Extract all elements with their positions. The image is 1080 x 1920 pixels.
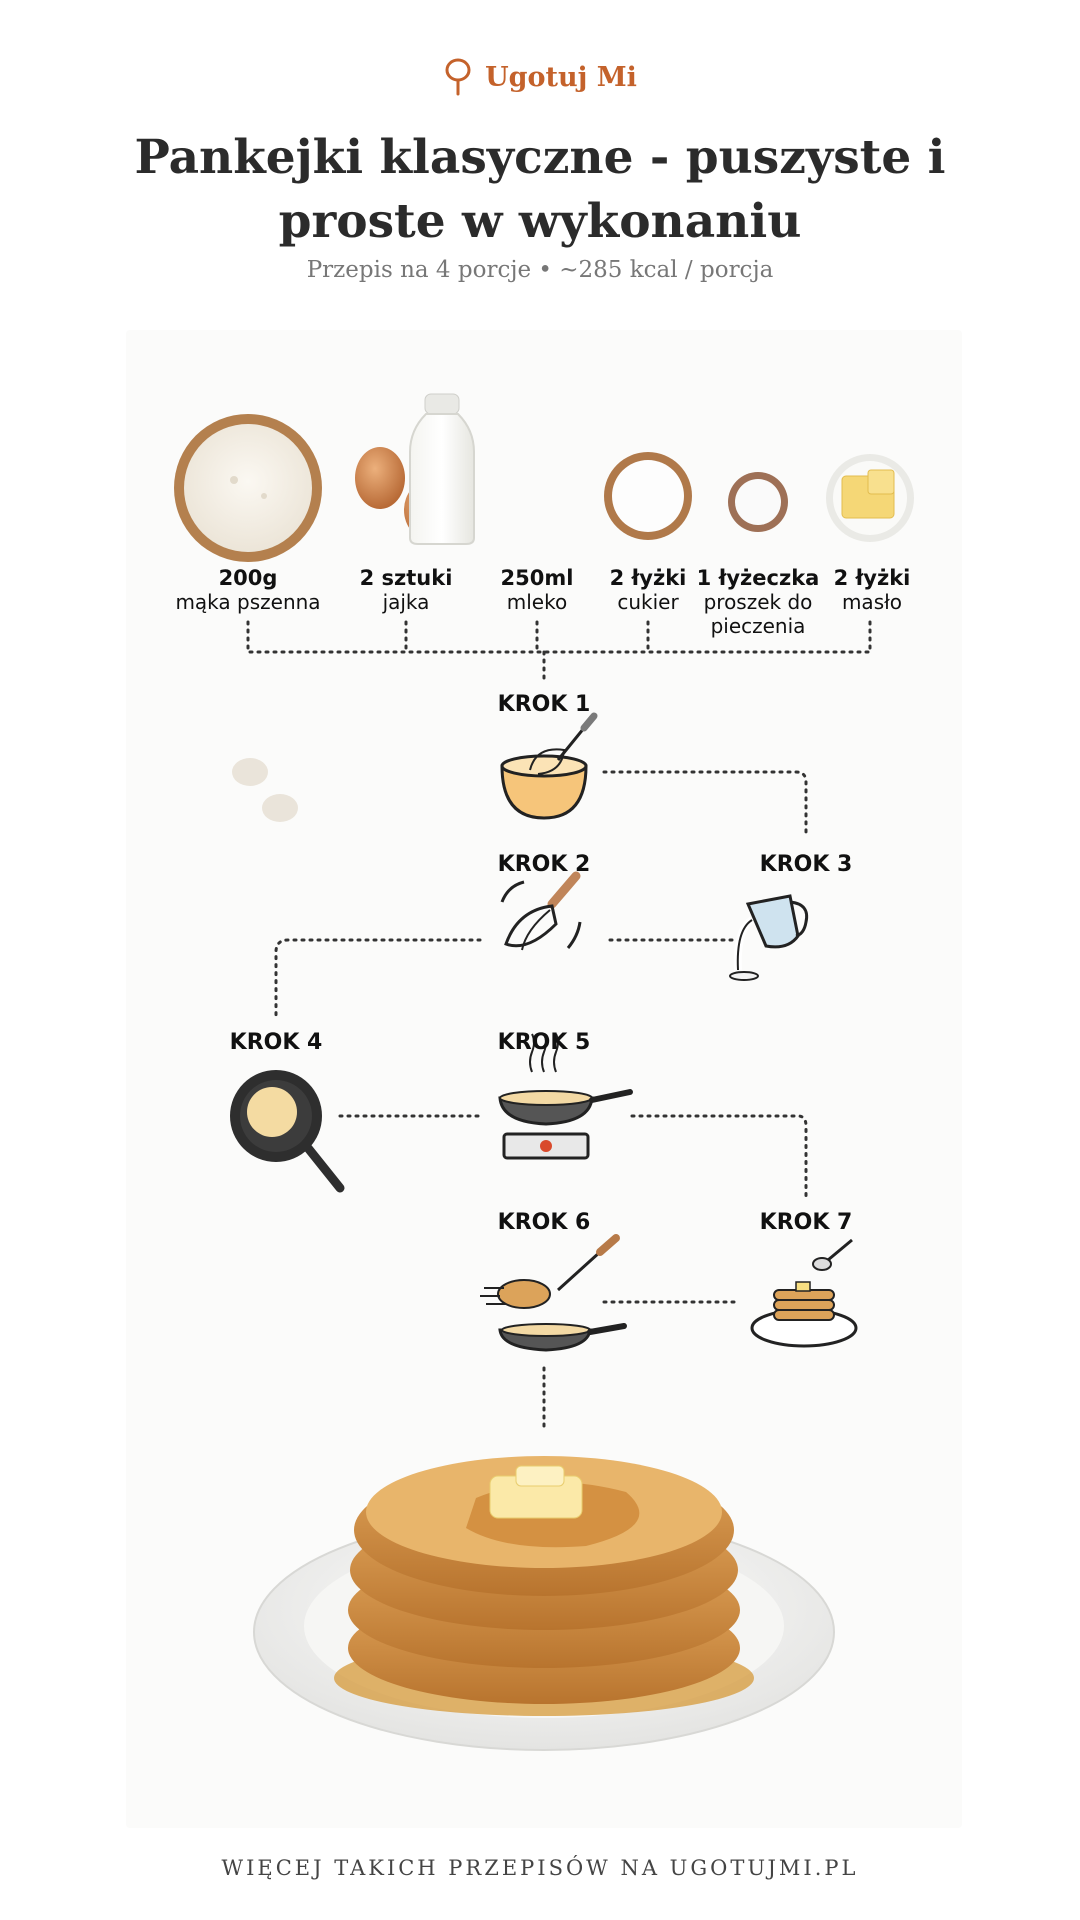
ingredient-eggs: 2 sztuki jajka xyxy=(342,566,470,614)
page-subtitle: Przepis na 4 porcje • ~285 kcal / porcja xyxy=(306,257,774,283)
step-1-label: KROK 1 xyxy=(497,692,591,717)
step-3-label: KROK 3 xyxy=(759,852,853,877)
step-7-label: KROK 7 xyxy=(759,1210,853,1235)
footer-link[interactable]: WIĘCEJ TAKICH PRZEPISÓW NA UGOTUJMI.PL xyxy=(221,1856,859,1880)
whisk-mixing-icon xyxy=(500,871,582,951)
ingredient-connectors xyxy=(246,620,872,682)
ingredient-name: jajka xyxy=(382,590,430,614)
brand-header[interactable]: Ugotuj Mi xyxy=(0,58,1080,96)
flour-smudge-icon xyxy=(232,758,298,822)
whisk-bowl-icon xyxy=(500,712,598,820)
ingredient-baking-powder: 1 łyżeczka proszek do pieczenia xyxy=(692,566,824,638)
ingredient-name: masło xyxy=(841,590,903,614)
butter-icon xyxy=(826,454,914,542)
pancake-stack-serve-icon xyxy=(750,1238,858,1348)
infographic-card: 200g mąka pszenna 2 sztuki jajka 250ml m… xyxy=(126,330,962,1828)
step-4-label: KROK 4 xyxy=(229,1030,323,1055)
ingredient-name: mleko xyxy=(506,590,568,614)
ingredient-milk: 250ml mleko xyxy=(481,566,593,614)
ingredient-qty: 200g xyxy=(218,566,278,590)
flip-pancake-icon xyxy=(480,1234,627,1352)
ingredient-name: mąka pszenna xyxy=(175,590,321,614)
step-5-label: KROK 5 xyxy=(497,1030,591,1055)
brand-name: Ugotuj Mi xyxy=(485,61,637,93)
whisk-logo-icon xyxy=(445,58,471,96)
ingredient-qty: 2 sztuki xyxy=(359,566,453,590)
milk-pour-icon xyxy=(729,894,809,981)
pan-on-stove-icon xyxy=(498,1033,633,1160)
sugar-bowl-icon xyxy=(604,452,692,540)
ingredient-name: cukier xyxy=(617,590,679,614)
pancake-stack-plate-icon xyxy=(253,1456,835,1751)
ingredient-name: proszek do pieczenia xyxy=(703,590,813,638)
flour-bowl-icon xyxy=(174,414,322,562)
step-connectors xyxy=(274,770,808,1430)
ingredient-butter: 2 łyżki masło xyxy=(822,566,922,614)
step-2-label: KROK 2 xyxy=(497,852,591,877)
pan-with-pancake-icon xyxy=(230,1070,345,1193)
ingredient-qty: 2 łyżki xyxy=(833,566,911,590)
ingredient-flour: 200g mąka pszenna xyxy=(148,566,348,614)
ingredient-qty: 1 łyżeczka xyxy=(696,566,820,590)
ingredient-sugar: 2 łyżki cukier xyxy=(594,566,702,614)
ingredient-qty: 250ml xyxy=(500,566,574,590)
milk-bottle-icon xyxy=(409,393,475,545)
infographic-drawing xyxy=(174,393,914,1751)
page-title: Pankejki klasyczne - puszyste i proste w… xyxy=(134,130,946,249)
baking-powder-icon xyxy=(728,472,788,532)
ingredient-qty: 2 łyżki xyxy=(609,566,687,590)
step-6-label: KROK 6 xyxy=(497,1210,591,1235)
